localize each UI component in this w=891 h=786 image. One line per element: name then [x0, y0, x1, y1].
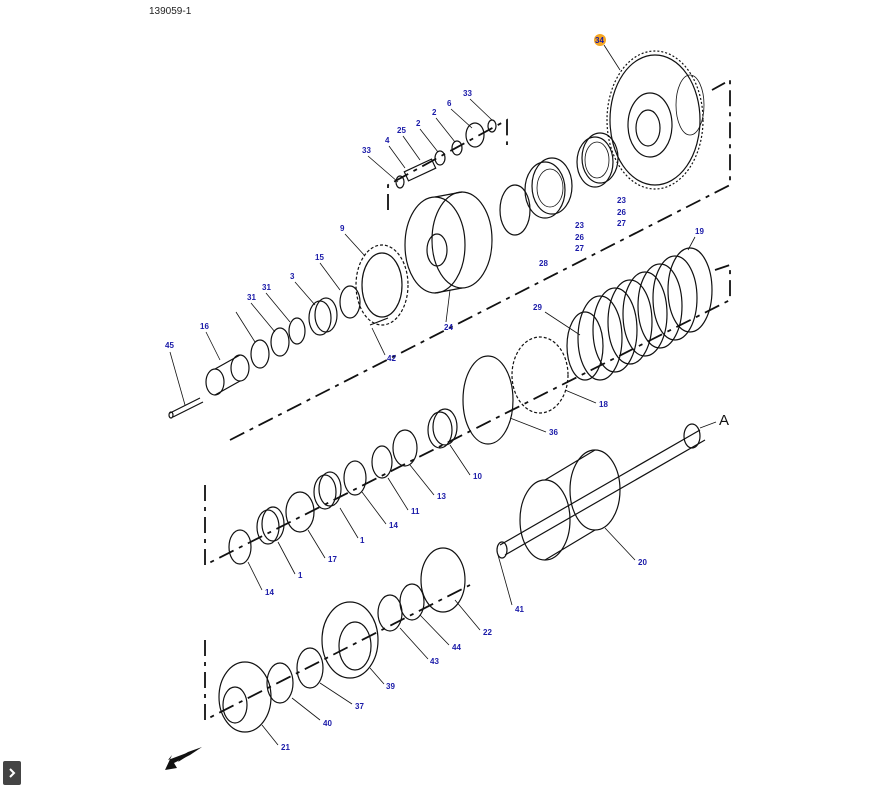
- callout-14[interactable]: 14: [389, 521, 398, 530]
- callout-29[interactable]: 29: [533, 303, 542, 312]
- callout-41[interactable]: 41: [515, 605, 524, 614]
- gear-34[interactable]: [606, 50, 705, 190]
- callout-37[interactable]: 37: [355, 702, 364, 711]
- callout-22[interactable]: 22: [483, 628, 492, 637]
- callout-27[interactable]: 27: [617, 219, 626, 228]
- ring-14b[interactable]: [228, 529, 252, 565]
- seal-36[interactable]: [462, 355, 514, 445]
- callout-23[interactable]: 23: [575, 221, 584, 230]
- pin-42[interactable]: [369, 317, 389, 326]
- callout-4[interactable]: 4: [385, 136, 390, 145]
- callout-2[interactable]: 2: [432, 108, 437, 117]
- chevron-right-icon: [9, 768, 16, 778]
- callout-15[interactable]: 15: [315, 253, 324, 262]
- piston-39[interactable]: [321, 601, 379, 679]
- sprocket-9[interactable]: [355, 244, 409, 326]
- washer-28[interactable]: [499, 184, 531, 236]
- callout-26[interactable]: 26: [575, 233, 584, 242]
- figure-id: 139059-1: [149, 6, 192, 17]
- leader-lines: [169, 44, 696, 746]
- bearing-1a[interactable]: [313, 471, 342, 510]
- assembly-boundaries: [204, 78, 731, 722]
- callout-24[interactable]: 24: [444, 323, 453, 332]
- callout-27[interactable]: 27: [575, 244, 584, 253]
- ring-31a[interactable]: [288, 317, 306, 345]
- callout-highlight: [594, 34, 606, 46]
- callout-2[interactable]: 2: [416, 119, 421, 128]
- plate-18[interactable]: [511, 336, 569, 414]
- ring-11[interactable]: [371, 445, 393, 479]
- hub-16[interactable]: [205, 354, 250, 396]
- callouts: 34 33 6 2 2 25 4 33 23 26 27 23 26 27 28…: [165, 34, 704, 752]
- callout-9[interactable]: 9: [340, 224, 345, 233]
- bearing-23-right[interactable]: [576, 132, 619, 188]
- callout-28[interactable]: 28: [539, 259, 548, 268]
- bolt-45[interactable]: [168, 397, 204, 419]
- callout-39[interactable]: 39: [386, 682, 395, 691]
- ring-14a[interactable]: [343, 460, 367, 496]
- view-a-label: A: [719, 412, 729, 429]
- direction-arrow-icon: [165, 747, 202, 770]
- ring-17[interactable]: [285, 491, 315, 533]
- ring-40[interactable]: [266, 662, 294, 704]
- callout-31[interactable]: 31: [247, 293, 256, 302]
- ring-37[interactable]: [296, 647, 324, 689]
- bearing-1b[interactable]: [256, 506, 285, 545]
- shaft-41[interactable]: [496, 423, 706, 559]
- callout-36[interactable]: 36: [549, 428, 558, 437]
- callout-11[interactable]: 11: [411, 507, 420, 516]
- callout-45[interactable]: 45: [165, 341, 174, 350]
- callout-13[interactable]: 13: [437, 492, 446, 501]
- callout-16[interactable]: 16: [200, 322, 209, 331]
- callout-25[interactable]: 25: [397, 126, 406, 135]
- callout-44[interactable]: 44: [452, 643, 461, 652]
- ring-43[interactable]: [377, 594, 403, 632]
- callout-40[interactable]: 40: [323, 719, 332, 728]
- bearing-3[interactable]: [308, 297, 338, 336]
- ring-13[interactable]: [392, 429, 418, 467]
- callout-43[interactable]: 43: [430, 657, 439, 666]
- expand-panel-button[interactable]: [3, 761, 21, 785]
- callout-23[interactable]: 23: [617, 196, 626, 205]
- callout-19[interactable]: 19: [695, 227, 704, 236]
- callout-33[interactable]: 33: [463, 89, 472, 98]
- callout-18[interactable]: 18: [599, 400, 608, 409]
- callout-31[interactable]: 31: [262, 283, 271, 292]
- bearing-23-left[interactable]: [524, 157, 573, 219]
- seal-22[interactable]: [420, 547, 466, 613]
- callout-17[interactable]: 17: [328, 555, 337, 564]
- callout-10[interactable]: 10: [473, 472, 482, 481]
- ring-31b[interactable]: [270, 327, 290, 357]
- callout-1[interactable]: 1: [298, 571, 303, 580]
- planet-carrier-24[interactable]: [404, 191, 493, 294]
- callout-1[interactable]: 1: [360, 536, 365, 545]
- callout-34[interactable]: 34: [595, 36, 604, 45]
- callout-3[interactable]: 3: [290, 272, 295, 281]
- housing-21[interactable]: [218, 661, 272, 733]
- callout-33[interactable]: 33: [362, 146, 371, 155]
- callout-42[interactable]: 42: [387, 354, 396, 363]
- clutch-plates-19[interactable]: [566, 247, 713, 381]
- ring-15[interactable]: [339, 285, 361, 319]
- bearing-10[interactable]: [427, 408, 458, 449]
- callout-21[interactable]: 21: [281, 743, 290, 752]
- ring-31c[interactable]: [250, 339, 270, 369]
- callout-6[interactable]: 6: [447, 99, 452, 108]
- drum-20[interactable]: [519, 449, 621, 561]
- callout-14[interactable]: 14: [265, 588, 274, 597]
- callout-26[interactable]: 26: [617, 208, 626, 217]
- callout-20[interactable]: 20: [638, 558, 647, 567]
